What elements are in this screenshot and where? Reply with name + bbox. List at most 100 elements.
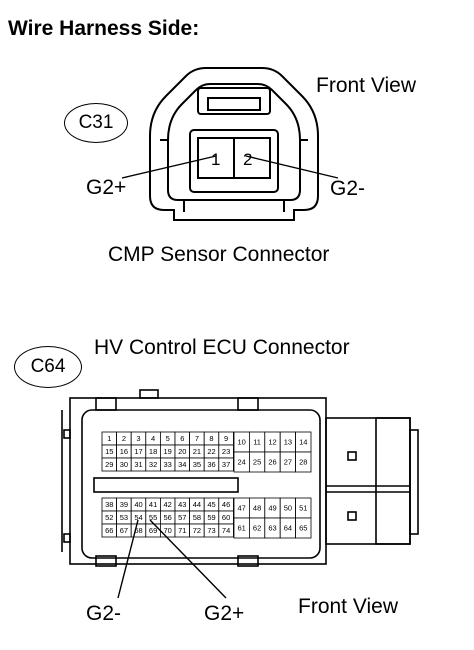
pin-number: 69 xyxy=(149,526,157,535)
pin-number: 7 xyxy=(195,434,199,443)
pin-number: 46 xyxy=(222,500,230,509)
pin-number: 2 xyxy=(122,434,126,443)
pin-number: 61 xyxy=(238,524,246,533)
pin-number: 3 xyxy=(136,434,140,443)
pin-number: 27 xyxy=(284,458,292,467)
g2plus-label-c31: G2+ xyxy=(86,176,127,199)
pin-number: 21 xyxy=(193,447,201,456)
c31-pin-1: 1 xyxy=(211,150,220,169)
pin-number: 41 xyxy=(149,500,157,509)
g2minus-label-c64: G2- xyxy=(86,602,122,625)
pin-number: 47 xyxy=(238,504,246,513)
g2minus-leader-c31 xyxy=(245,155,339,179)
pin-number: 71 xyxy=(178,526,186,535)
pin-number: 28 xyxy=(299,458,307,467)
pin-number: 12 xyxy=(268,438,276,447)
pin-number: 6 xyxy=(180,434,184,443)
pin-number: 59 xyxy=(207,513,215,522)
pin-number: 49 xyxy=(268,504,276,513)
pin-number: 42 xyxy=(164,500,172,509)
c31-badge: C31 xyxy=(64,103,128,143)
pin-number: 4 xyxy=(151,434,155,443)
g2plus-leader-c31 xyxy=(121,155,217,179)
pin-number: 35 xyxy=(193,460,201,469)
pin-cell xyxy=(295,451,312,473)
pin-number: 29 xyxy=(105,460,113,469)
pin-number: 54 xyxy=(134,513,142,522)
pin-number: 50 xyxy=(284,504,292,513)
pin-number: 60 xyxy=(222,513,230,522)
pin-number: 13 xyxy=(284,438,292,447)
pin-number: 23 xyxy=(222,447,230,456)
pin-number: 5 xyxy=(166,434,170,443)
pin-number: 45 xyxy=(207,500,215,509)
pin-number: 74 xyxy=(222,526,230,535)
pin-number: 63 xyxy=(268,524,276,533)
pin-number: 67 xyxy=(120,526,128,535)
pin-number: 36 xyxy=(207,460,215,469)
pin-number: 66 xyxy=(105,526,113,535)
pin-number: 57 xyxy=(178,513,186,522)
pin-number: 20 xyxy=(178,447,186,456)
pin-number: 56 xyxy=(164,513,172,522)
pin-number: 55 xyxy=(149,513,157,522)
pin-number: 73 xyxy=(207,526,215,535)
front-view-label-c31: Front View xyxy=(316,74,416,97)
cmp-sensor-connector-drawing xyxy=(149,67,319,221)
g2minus-label-c31: G2- xyxy=(330,177,366,200)
pin-number: 14 xyxy=(299,438,307,447)
pin-number: 51 xyxy=(299,504,307,513)
pin-number: 1 xyxy=(107,434,111,443)
pin-cell xyxy=(218,457,234,472)
pin-number: 8 xyxy=(209,434,213,443)
g2plus-leader-c64 xyxy=(149,519,227,599)
pin-number: 9 xyxy=(224,434,228,443)
cmp-sensor-connector-name: CMP Sensor Connector xyxy=(108,243,330,266)
pin-number: 70 xyxy=(164,526,172,535)
front-view-label-c64: Front View xyxy=(298,595,398,618)
pin-number: 33 xyxy=(164,460,172,469)
pin-number: 26 xyxy=(268,458,276,467)
pin-number: 62 xyxy=(253,524,261,533)
pin-number: 17 xyxy=(134,447,142,456)
pin-number: 39 xyxy=(120,500,128,509)
pin-grid-c: 38 39 40 41 42 43 44 45 46 52 53 54 55 56 57 58 59 60 66 67… xyxy=(101,497,234,538)
c31-pin-2: 2 xyxy=(243,150,252,169)
pin-number: 10 xyxy=(238,438,246,447)
pin-number: 64 xyxy=(284,524,292,533)
page-title: Wire Harness Side: xyxy=(8,17,200,40)
g2plus-label-c64: G2+ xyxy=(204,602,245,625)
pin-number: 40 xyxy=(134,500,142,509)
pin-number: 38 xyxy=(105,500,113,509)
ecu-connector-drawing xyxy=(61,389,419,567)
pin-number: 24 xyxy=(238,458,246,467)
pin-number: 11 xyxy=(253,438,261,447)
pin-number: 15 xyxy=(105,447,113,456)
pin-number: 25 xyxy=(253,458,261,467)
pin-number: 37 xyxy=(222,460,230,469)
pin-number: 19 xyxy=(164,447,172,456)
pin-number: 22 xyxy=(207,447,215,456)
pin-number: 18 xyxy=(149,447,157,456)
pin-number: 72 xyxy=(193,526,201,535)
pin-number: 43 xyxy=(178,500,186,509)
pin-number: 16 xyxy=(120,447,128,456)
g2minus-leader-c64 xyxy=(117,519,139,599)
ecu-connector-name: HV Control ECU Connector xyxy=(94,336,350,359)
pin-number: 58 xyxy=(193,513,201,522)
pin-number: 44 xyxy=(193,500,201,509)
c64-badge: C64 xyxy=(14,346,82,388)
pin-number: 53 xyxy=(120,513,128,522)
pin-number: 32 xyxy=(149,460,157,469)
pin-grid-d: 47 48 49 50 51 61 62 63 64 65 xyxy=(233,497,312,539)
pin-number: 65 xyxy=(299,524,307,533)
pin-number: 31 xyxy=(134,460,142,469)
pin-number: 52 xyxy=(105,513,113,522)
pin-cell xyxy=(218,523,234,538)
pin-number: 48 xyxy=(253,504,261,513)
pin-number: 34 xyxy=(178,460,186,469)
pin-grid-b: 10 11 12 13 14 24 25 26 27 28 xyxy=(233,431,312,473)
pin-number: 30 xyxy=(120,460,128,469)
